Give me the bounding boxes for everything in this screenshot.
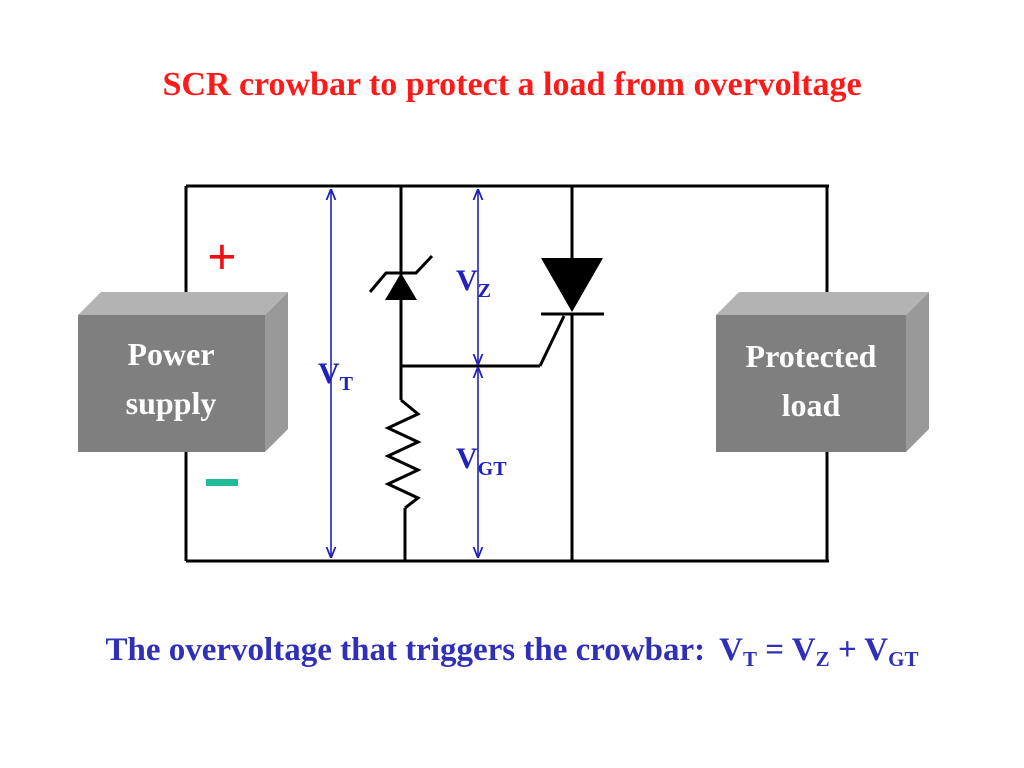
power-supply-label-line2: supply xyxy=(126,385,217,421)
vz-label: VZ xyxy=(456,264,491,302)
vt-label: VT xyxy=(318,357,354,395)
trigger-voltage-formula: The overvoltage that triggers the crowba… xyxy=(0,632,1024,672)
negative-terminal-sign xyxy=(206,479,238,486)
formula-vz: V xyxy=(791,632,816,668)
formula-vgt: V xyxy=(864,632,889,668)
positive-terminal-sign: + xyxy=(207,229,237,286)
load-label-line2: load xyxy=(782,387,841,423)
voltage-arrows xyxy=(331,190,478,557)
vgt-label: VGT xyxy=(456,442,507,480)
formula-vgt-sub: GT xyxy=(888,647,919,671)
resistor xyxy=(384,398,422,510)
zener-diode xyxy=(368,254,434,300)
formula-equals: = xyxy=(765,632,785,668)
protected-load-box: Protected load xyxy=(716,292,929,452)
scr-gate-lead xyxy=(538,315,566,367)
formula-vz-sub: Z xyxy=(815,647,830,671)
scr-thyristor xyxy=(541,258,604,316)
load-label-line1: Protected xyxy=(746,338,877,374)
formula-text: The overvoltage that triggers the crowba… xyxy=(105,632,706,668)
circuit-wires xyxy=(184,184,829,563)
power-supply-label-line1: Power xyxy=(127,336,214,372)
formula-vt: V xyxy=(719,632,743,668)
page-title: SCR crowbar to protect a load from overv… xyxy=(162,66,862,103)
formula-plus: + xyxy=(837,632,857,668)
power-supply-box: Power supply xyxy=(78,292,288,452)
formula-vt-sub: T xyxy=(742,647,757,671)
